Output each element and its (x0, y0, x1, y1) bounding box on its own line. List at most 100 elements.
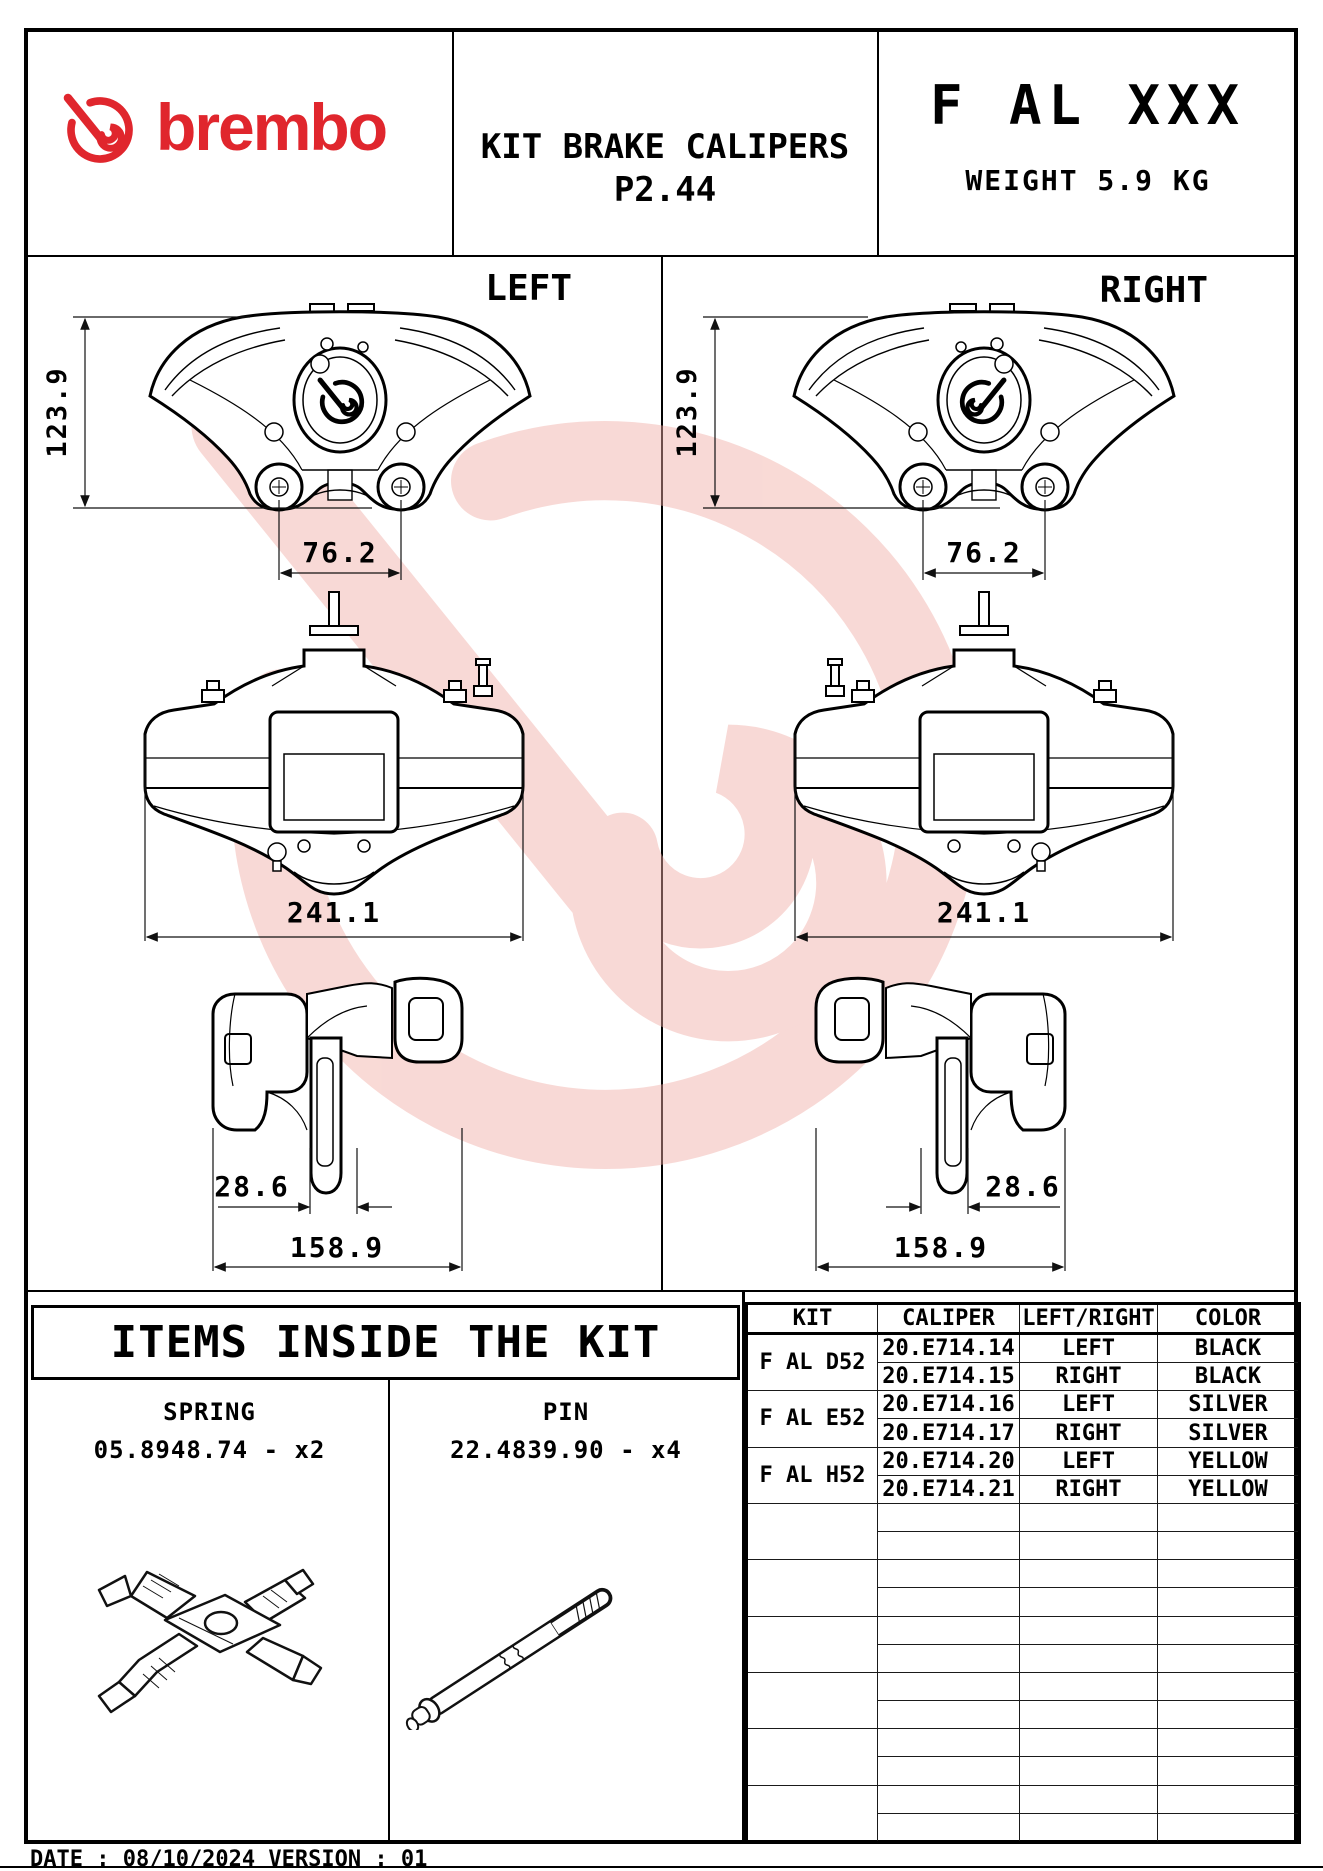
side-cell: LEFT (1019, 1446, 1158, 1476)
right-caliper-side-view (814, 976, 1067, 1195)
table-row (747, 1587, 1300, 1617)
right-view-label: RIGHT (1100, 270, 1208, 311)
table-row: 20.E714.15 RIGHT BLACK (747, 1362, 1300, 1392)
header-divider-2 (877, 32, 879, 257)
table-row (747, 1812, 1300, 1844)
empty-cell (1019, 1615, 1158, 1645)
col-header-caliper: CALIPER (877, 1303, 1020, 1335)
brembo-logo-mark (63, 93, 133, 163)
table-row (746, 1784, 1300, 1844)
empty-cell (1157, 1728, 1300, 1758)
kit-cell: F AL D52 (746, 1332, 878, 1392)
table-row: F AL D52 20.E714.14 LEFT BLACK (746, 1332, 1300, 1392)
table-row (746, 1502, 1300, 1561)
kit-cell (746, 1671, 878, 1730)
brembo-logo: brembo (58, 88, 438, 172)
col-header-color: COLOR (1157, 1303, 1300, 1335)
side-cell: RIGHT (1019, 1362, 1158, 1392)
items-title-band: ITEMS INSIDE THE KIT (31, 1305, 740, 1380)
color-cell: YELLOW (1157, 1446, 1300, 1476)
empty-cell (877, 1784, 1020, 1814)
spring-drawing (97, 1568, 323, 1714)
date-version-line: DATE : 08/10/2024 VERSION : 01 (30, 1847, 428, 1871)
kit-cell: F AL H52 (746, 1446, 878, 1504)
spring-column: SPRING 05.8948.74 - x2 (31, 1398, 388, 1464)
dim-pin-offset-left: 28.6 (214, 1170, 289, 1203)
empty-cell (877, 1812, 1020, 1844)
empty-cell (1019, 1643, 1158, 1673)
items-table-divider (742, 1292, 745, 1844)
kit-title-block: KIT BRAKE CALIPERS P2.44 (452, 126, 878, 212)
empty-cell (1157, 1587, 1300, 1617)
left-caliper-top-view (143, 590, 525, 896)
dim-width-right: 241.1 (937, 896, 1031, 929)
header-bottom-line (28, 255, 1294, 257)
empty-cell (1019, 1671, 1158, 1702)
empty-cell (1157, 1643, 1300, 1673)
kit-cell (746, 1559, 878, 1617)
kit-title: KIT BRAKE CALIPERS (480, 127, 850, 167)
dim-height-left: 123.9 (42, 366, 73, 457)
items-title: ITEMS INSIDE THE KIT (110, 1317, 661, 1368)
table-row (746, 1559, 1300, 1617)
col-header-left-right: LEFT/RIGHT (1019, 1303, 1158, 1335)
table-row: F AL E52 20.E714.16 LEFT SILVER (746, 1390, 1300, 1448)
caliper-cell: 20.E714.16 (877, 1390, 1020, 1420)
product-code-block: F AL XXX WEIGHT 5.9 KG (878, 76, 1298, 198)
color-cell: SILVER (1157, 1390, 1300, 1420)
table-row (747, 1531, 1300, 1561)
table-row (746, 1728, 1300, 1786)
side-cell: RIGHT (1019, 1418, 1158, 1448)
color-cell: BLACK (1157, 1332, 1300, 1364)
right-caliper-front-view (794, 304, 1174, 510)
empty-cell (1157, 1531, 1300, 1561)
empty-cell (1019, 1728, 1158, 1758)
drawing-bottom-line (28, 1290, 1294, 1292)
empty-cell (1019, 1784, 1158, 1814)
table-row: 20.E714.21 RIGHT YELLOW (747, 1474, 1300, 1504)
pin-name: PIN (542, 1398, 590, 1426)
dim-height-right: 123.9 (672, 366, 703, 457)
kit-table: KIT CALIPER LEFT/RIGHT COLOR F AL D52 20… (745, 1302, 1301, 1844)
left-dimension-lines (73, 316, 524, 1272)
color-cell: BLACK (1157, 1362, 1300, 1392)
color-cell: YELLOW (1157, 1474, 1300, 1504)
dim-depth-right: 158.9 (894, 1231, 988, 1264)
table-row: F AL H52 20.E714.20 LEFT YELLOW (746, 1446, 1300, 1504)
pin-part-number: 22.4839.90 - x4 (450, 1436, 682, 1464)
empty-cell (877, 1643, 1020, 1673)
caliper-cell: 20.E714.15 (877, 1362, 1020, 1392)
caliper-cell: 20.E714.21 (877, 1474, 1020, 1504)
empty-cell (877, 1531, 1020, 1561)
kit-cell (746, 1502, 878, 1561)
header-divider-1 (452, 32, 454, 257)
empty-cell (1019, 1502, 1158, 1533)
brembo-wordmark: brembo (156, 90, 388, 164)
empty-cell (1157, 1615, 1300, 1645)
color-cell: SILVER (1157, 1418, 1300, 1448)
table-row (746, 1671, 1300, 1730)
kit-cell (746, 1728, 878, 1786)
empty-cell (877, 1559, 1020, 1589)
dim-pin-offset-right: 28.6 (985, 1170, 1060, 1203)
table-row: 20.E714.17 RIGHT SILVER (747, 1418, 1300, 1448)
pin-drawing (405, 1587, 613, 1730)
empty-cell (877, 1728, 1020, 1758)
kit-code: P2.44 (613, 170, 717, 210)
empty-cell (877, 1587, 1020, 1617)
empty-cell (877, 1756, 1020, 1786)
table-row (746, 1615, 1300, 1673)
empty-cell (877, 1671, 1020, 1702)
spring-part-number: 05.8948.74 - x2 (93, 1436, 326, 1464)
side-cell: LEFT (1019, 1332, 1158, 1364)
spring-pin-divider (388, 1380, 390, 1844)
caliper-cell: 20.E714.20 (877, 1446, 1020, 1476)
empty-cell (1157, 1756, 1300, 1786)
col-header-kit: KIT (746, 1303, 878, 1335)
main-border (24, 28, 1298, 1844)
empty-cell (1019, 1756, 1158, 1786)
empty-cell (877, 1700, 1020, 1730)
empty-cell (1019, 1700, 1158, 1730)
spring-name: SPRING (163, 1398, 256, 1426)
